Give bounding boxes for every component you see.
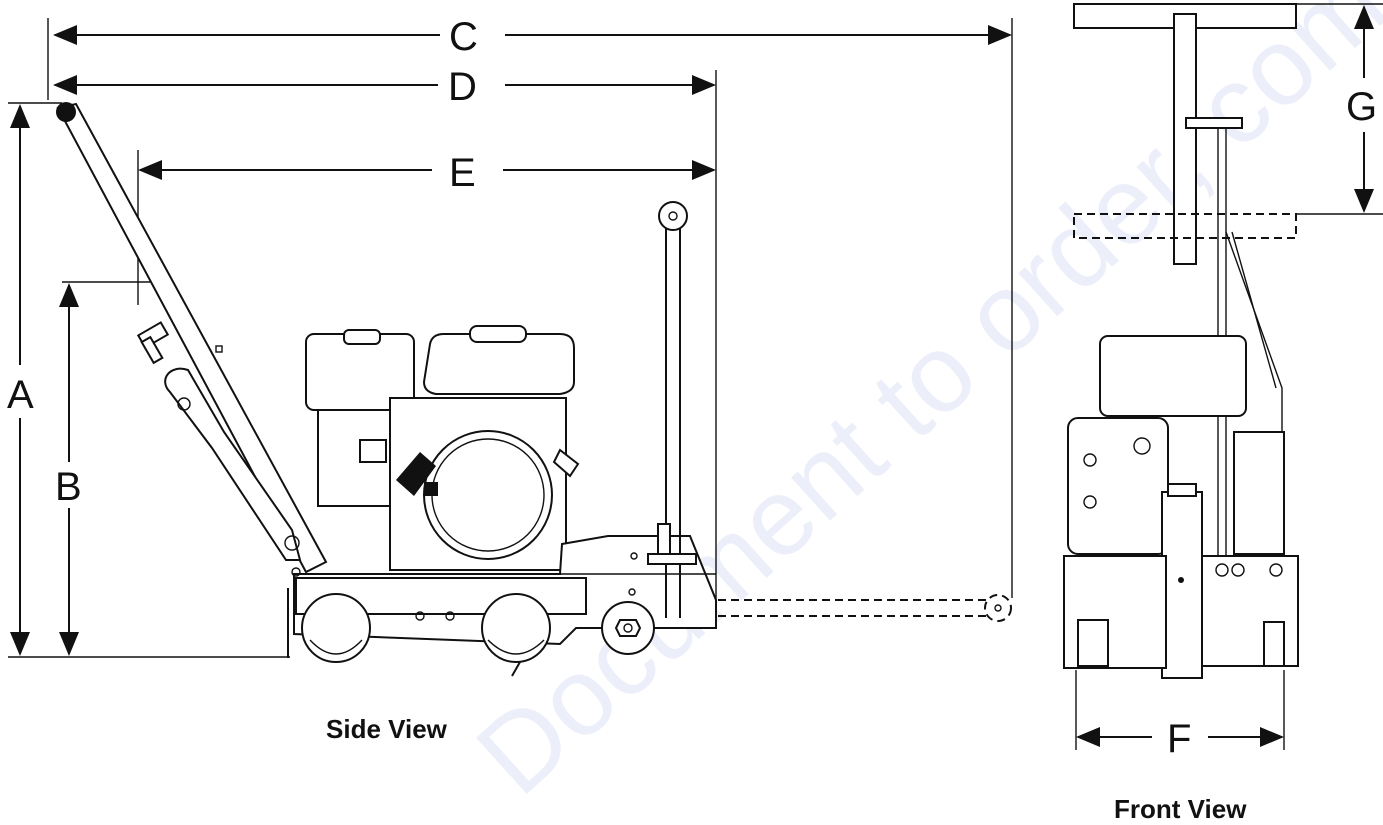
front-view-caption: Front View (1114, 794, 1247, 824)
side-view-dimensions: C D E A B (7, 15, 1013, 658)
front-view-machine (1063, 3, 1299, 679)
dimension-c-label: C (449, 15, 478, 59)
dimension-a-label: A (7, 373, 34, 417)
dimension-f-label: F (1167, 717, 1191, 761)
dimension-d-label: D (448, 65, 477, 109)
front-view-dimensions: F G (1075, 3, 1383, 761)
dimension-g-label: G (1346, 85, 1377, 129)
dimension-e-label: E (449, 151, 476, 195)
side-view-caption: Side View (326, 714, 448, 744)
side-view-machine (56, 102, 1012, 677)
dimension-b-label: B (55, 465, 82, 509)
